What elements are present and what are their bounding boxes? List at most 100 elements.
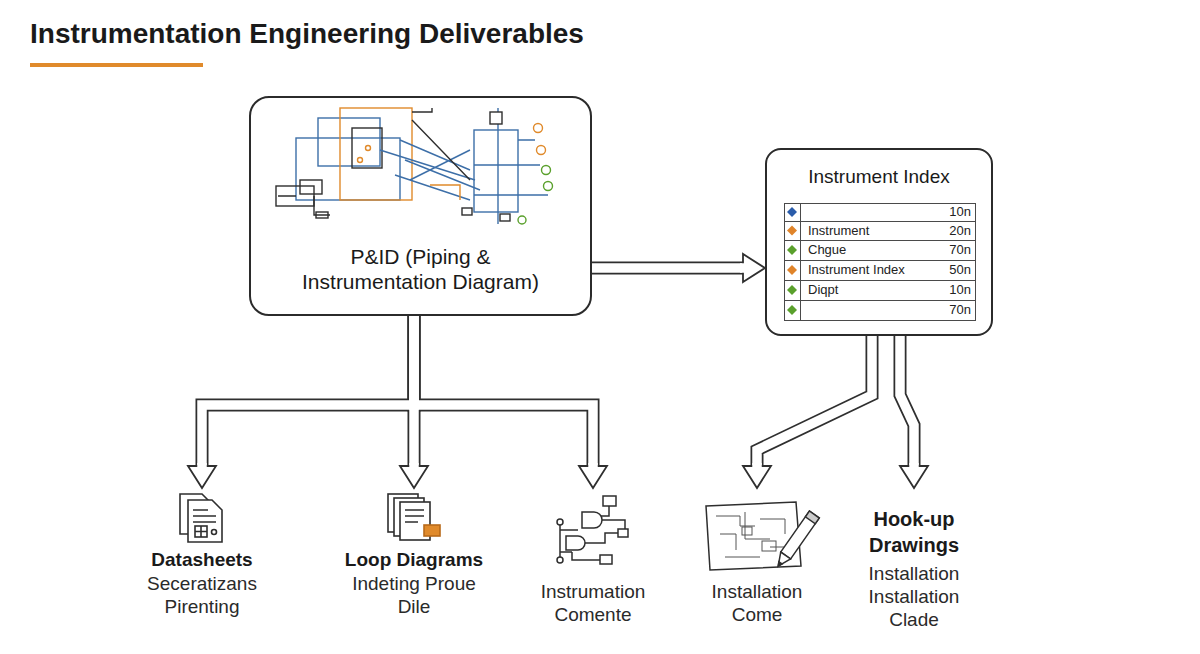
block-arrow xyxy=(202,316,414,466)
pid-sketch xyxy=(430,185,460,200)
datasheet-icon xyxy=(195,526,207,537)
circuit-icon xyxy=(557,519,563,525)
arrow-head xyxy=(752,463,762,469)
table-cell: Instrument xyxy=(808,223,869,239)
row-marker xyxy=(787,285,797,295)
pid-sketch xyxy=(352,128,382,168)
diagram-title: Instrumentation Engineering Deliverables xyxy=(30,17,584,51)
circuit-icon xyxy=(600,555,612,564)
row-marker xyxy=(787,305,797,315)
block-arrow xyxy=(757,336,872,466)
node-body: Seceratizans Pirenting xyxy=(127,572,277,618)
index-table-grid xyxy=(784,203,976,321)
block-arrow xyxy=(592,263,743,273)
pid-sketch xyxy=(518,216,526,224)
node-heading: Instrumation Comente xyxy=(518,580,668,626)
pid-sketch xyxy=(537,146,546,155)
arrow-head xyxy=(400,466,428,488)
pid-sketch xyxy=(544,182,553,191)
deliverable-item: Hook-up DrawingsInstallation Installatio… xyxy=(849,488,979,631)
drawing-sheet-icon xyxy=(706,502,819,570)
drawing-sheet-icon xyxy=(716,512,790,557)
datasheet-icon xyxy=(193,510,216,522)
arrow-head xyxy=(743,466,771,488)
circuit-icon xyxy=(566,536,585,550)
arrow-head xyxy=(579,466,607,488)
table-cell: 10n xyxy=(949,282,971,298)
deliverable-item: DatasheetsSeceratizans Pirenting xyxy=(127,488,277,618)
loop-diagram-icon xyxy=(424,525,440,536)
pid-sketch xyxy=(366,146,371,151)
block-arrow xyxy=(900,336,914,466)
row-marker xyxy=(787,245,797,255)
title-underline xyxy=(30,63,203,67)
drawing-sheet-icon xyxy=(781,511,820,559)
drawing-sheet-icon xyxy=(773,511,819,569)
pid-sketch xyxy=(474,130,518,212)
pid-sketch xyxy=(318,118,380,166)
connector-outline xyxy=(202,268,914,466)
connector-fill xyxy=(202,268,914,466)
circuit-icon xyxy=(602,520,625,529)
deliverable-item: Instrumation Comente xyxy=(518,488,668,626)
table-cell: 70n xyxy=(949,302,971,318)
deliverable-item: Installation Come xyxy=(692,488,822,626)
pid-sketch xyxy=(490,112,502,124)
table-cell: Instrument Index xyxy=(808,262,905,278)
datasheet-icon xyxy=(180,494,222,542)
block-arrow xyxy=(414,316,593,466)
circuit-icon xyxy=(572,552,600,560)
index-table-grid xyxy=(785,204,976,321)
pid-sketch xyxy=(500,214,510,221)
loop-diagram-icon xyxy=(405,510,424,522)
drawing-sheet-icon xyxy=(706,502,801,570)
datasheet-icon xyxy=(188,500,222,542)
row-marker xyxy=(787,207,797,315)
circuit-icon xyxy=(582,512,602,528)
table-cell: Diqpt xyxy=(808,282,838,298)
datasheet-icon xyxy=(212,530,217,535)
connector-heads xyxy=(188,254,928,488)
drawing-sheet-icon xyxy=(777,562,783,568)
pid-sketch xyxy=(358,158,363,163)
node-heading: Hook-up Drawings xyxy=(849,506,979,558)
pid-sketch xyxy=(276,108,553,224)
arrow-head xyxy=(409,463,419,469)
circuit-icon xyxy=(557,496,628,564)
block-arrow xyxy=(900,336,914,466)
drawing-sheet-icon xyxy=(805,511,819,524)
node-heading: Loop Diagrams xyxy=(334,548,494,572)
pid-sketch xyxy=(296,138,400,200)
drawing-sheet-icon xyxy=(773,552,790,570)
node-heading: Installation Come xyxy=(692,580,822,626)
arrow-head xyxy=(197,463,207,469)
circuit-icon xyxy=(560,506,609,560)
arrow-head xyxy=(188,463,216,488)
pid-sketch xyxy=(474,108,548,224)
block-arrow xyxy=(202,316,414,466)
circuit-icon xyxy=(557,557,563,563)
drawing-sheet-icon xyxy=(762,541,776,551)
arrow-head xyxy=(740,254,765,282)
drawing-sheet-icon xyxy=(742,527,752,535)
arrow-head xyxy=(743,254,765,282)
node-body: Indeting Proue Dile xyxy=(334,572,494,618)
arrow-head xyxy=(743,463,771,488)
deliverable-item: Loop DiagramsIndeting Proue Dile xyxy=(334,488,494,618)
block-arrow xyxy=(757,336,872,466)
arrow-head xyxy=(740,263,746,273)
pid-sketch xyxy=(412,108,470,180)
pid-sketch xyxy=(462,208,472,215)
pid-sketch xyxy=(340,108,412,200)
table-cell: 20n xyxy=(949,223,971,239)
index-table-grid xyxy=(784,203,976,321)
node-body: Installation Installation Clade xyxy=(849,562,979,631)
table-cell: 10n xyxy=(949,204,971,220)
pid-sketch xyxy=(534,124,543,133)
circuit-icon xyxy=(585,533,618,543)
block-arrow xyxy=(592,262,743,275)
process-box: P&ID (Piping & Instrumentation Diagram) xyxy=(249,96,592,316)
loop-diagram-icon xyxy=(388,494,440,540)
node-heading: Instrument Index xyxy=(777,165,981,189)
